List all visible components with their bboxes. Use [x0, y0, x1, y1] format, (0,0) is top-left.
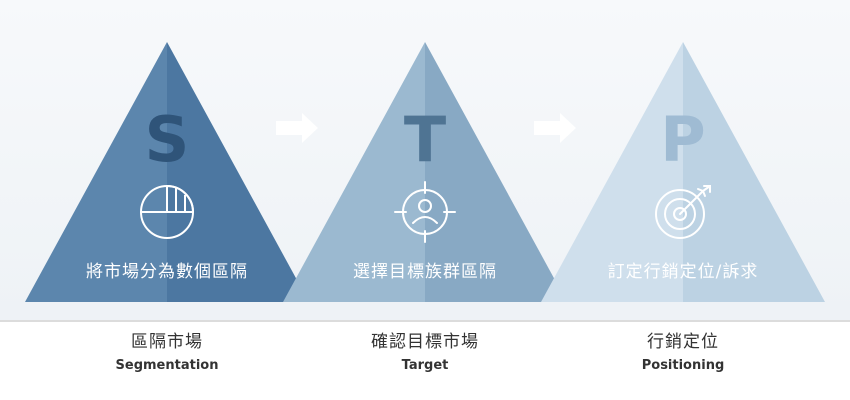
- pie-chart-icon: [140, 185, 194, 239]
- triangle-t-left-face: [283, 42, 425, 302]
- letter-p: P: [660, 103, 705, 176]
- triangle-segmentation: S 將市場分為數個區隔: [25, 42, 309, 302]
- target-person-icon: [394, 181, 456, 243]
- label-positioning: 訂定行銷定位/訴求: [608, 262, 759, 282]
- caption-en: Target: [401, 358, 449, 373]
- letter-t: T: [404, 103, 446, 176]
- caption-zh: 確認目標市場: [371, 332, 479, 352]
- triangle-p-right-face: [683, 42, 825, 302]
- caption-zh: 區隔市場: [131, 332, 203, 352]
- label-target: 選擇目標族群區隔: [353, 262, 497, 282]
- divider-line: [0, 320, 850, 322]
- captions-row: 區隔市場 Segmentation 確認目標市場 Target 行銷定位 Pos…: [0, 330, 850, 400]
- triangle-positioning: P 訂定行銷定位/訴求: [541, 42, 825, 302]
- caption-positioning: 行銷定位 Positioning: [553, 330, 813, 376]
- triangle-target: T 選擇目標族群區隔: [283, 42, 567, 302]
- stp-diagram: S 將市場分為數個區隔 T 選擇目標族群區隔: [25, 42, 825, 302]
- caption-en: Segmentation: [115, 358, 219, 373]
- caption-target: 確認目標市場 Target: [295, 330, 555, 376]
- caption-zh: 行銷定位: [647, 332, 719, 352]
- triangle-s-left-face: [25, 42, 167, 302]
- triangle-t-right-face: [425, 42, 567, 302]
- letter-s: S: [145, 103, 190, 176]
- triangle-p-left-face: [541, 42, 683, 302]
- caption-en: Positioning: [641, 358, 725, 373]
- label-segmentation: 將市場分為數個區隔: [86, 262, 248, 282]
- bullseye-arrow-icon: [655, 185, 711, 239]
- triangle-s-right-face: [167, 42, 309, 302]
- right-arrow-icon: [534, 113, 576, 143]
- right-arrow-icon: [276, 113, 318, 143]
- caption-segmentation: 區隔市場 Segmentation: [37, 330, 297, 376]
